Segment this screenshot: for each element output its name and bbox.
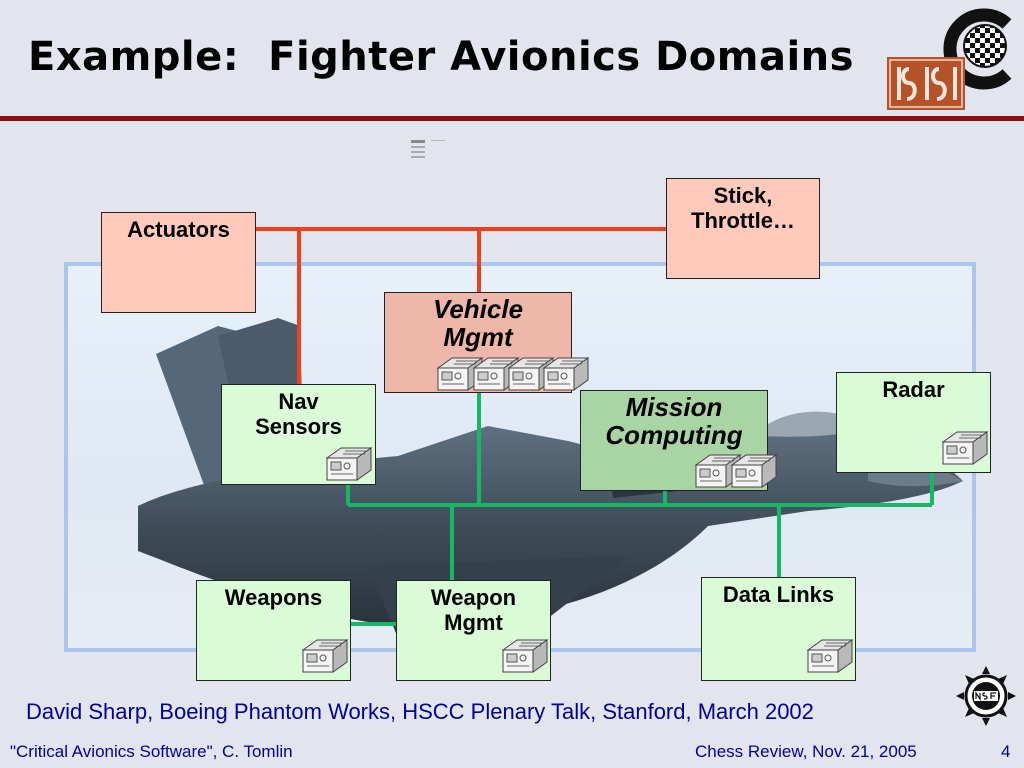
footer-event-date: Chess Review, Nov. 21, 2005	[695, 742, 917, 761]
processor-unit-icon	[502, 639, 548, 673]
nav-sensors-label-2: Sensors	[255, 414, 342, 439]
mission-computing-label-1: Mission	[625, 392, 723, 422]
stick-throttle-box: Stick, Throttle…	[666, 178, 820, 279]
nsf-logo-icon	[956, 666, 1016, 726]
stick-throttle-label-2: Throttle…	[691, 208, 795, 233]
vehicle-mgmt-label-2: Mgmt	[443, 322, 513, 352]
processor-unit-icon	[807, 639, 853, 673]
mission-computing-label-2: Computing	[605, 420, 743, 450]
vehicle-mgmt-label-1: Vehicle	[432, 294, 524, 324]
processor-unit-icon	[302, 639, 348, 673]
weapon-mgmt-label-2: Mgmt	[444, 610, 503, 635]
nav-sensors-label-1: Nav	[278, 389, 319, 414]
actuators-label: Actuators	[127, 217, 230, 242]
footer-course-title: "Critical Avionics Software", C. Tomlin	[10, 742, 293, 761]
page-number: 4	[1001, 742, 1011, 761]
weapons-label: Weapons	[224, 585, 323, 610]
credit-line: David Sharp, Boeing Phantom Works, HSCC …	[26, 699, 814, 724]
processor-unit-icon	[731, 454, 777, 488]
small-lines-icon	[411, 140, 445, 158]
isis-logo-icon	[887, 57, 965, 110]
radar-label: Radar	[882, 377, 945, 402]
processor-unit-icon	[942, 431, 988, 465]
processor-unit-icon	[326, 447, 372, 481]
actuators-box: Actuators	[101, 212, 256, 313]
stick-throttle-label-1: Stick,	[713, 183, 773, 208]
weapon-mgmt-label-1: Weapon	[430, 585, 517, 610]
slide-title: Example: Fighter Avionics Domains	[28, 34, 854, 80]
processor-unit-icon	[543, 357, 589, 391]
chessboard-c-logo-icon	[943, 8, 1012, 90]
title-rule	[0, 116, 1024, 121]
data-links-label: Data Links	[722, 582, 835, 607]
